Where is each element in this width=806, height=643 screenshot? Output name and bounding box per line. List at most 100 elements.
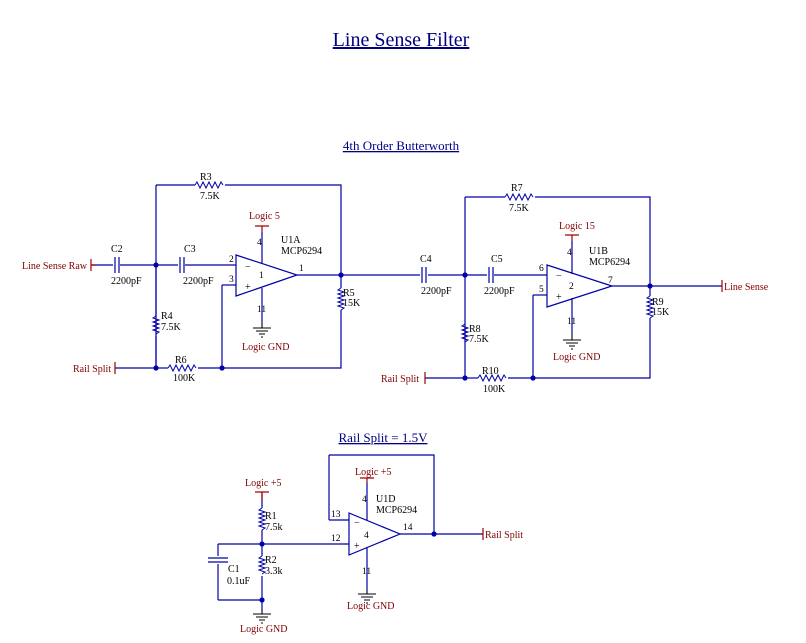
svg-text:U1B: U1B <box>589 246 608 257</box>
svg-text:C5: C5 <box>491 254 503 265</box>
svg-text:C1: C1 <box>228 564 240 575</box>
u1a-power-port: Logic 5 <box>249 211 280 232</box>
svg-text:Rail Split: Rail Split <box>381 374 419 385</box>
svg-text:2200pF: 2200pF <box>111 276 142 287</box>
svg-text:Logic +5: Logic +5 <box>245 478 281 489</box>
svg-text:2200pF: 2200pF <box>183 276 214 287</box>
u1a-ground-symbol: Logic GND <box>242 322 290 353</box>
svg-text:R1: R1 <box>265 511 277 522</box>
svg-text:Rail Split: Rail Split <box>485 530 523 541</box>
svg-text:13: 13 <box>331 510 341 520</box>
svg-text:4: 4 <box>364 531 369 541</box>
resistor-r10: R10 100K <box>477 366 507 395</box>
svg-text:MCP6294: MCP6294 <box>281 246 322 257</box>
svg-text:R7: R7 <box>511 183 523 194</box>
svg-text:R2: R2 <box>265 555 277 566</box>
port-rail-split-out: Rail Split <box>482 528 523 541</box>
svg-text:+: + <box>245 282 251 293</box>
svg-text:4: 4 <box>257 238 262 248</box>
svg-text:U1A: U1A <box>281 235 301 246</box>
svg-text:0.1uF: 0.1uF <box>227 576 251 587</box>
port-rail-split-stage2: Rail Split <box>381 372 426 385</box>
svg-text:11: 11 <box>257 305 266 315</box>
svg-text:14: 14 <box>403 523 413 533</box>
svg-text:Logic 5: Logic 5 <box>249 211 280 222</box>
svg-text:2200pF: 2200pF <box>484 286 515 297</box>
svg-text:−: − <box>245 262 251 273</box>
svg-text:11: 11 <box>362 567 371 577</box>
svg-text:7.5K: 7.5K <box>161 322 182 333</box>
capacitor-c5: C5 2200pF <box>484 254 515 297</box>
svg-text:−: − <box>556 271 562 282</box>
resistor-r8: R8 7.5K <box>460 323 490 345</box>
svg-text:2: 2 <box>569 282 574 292</box>
svg-text:3.3k: 3.3k <box>265 566 283 577</box>
resistor-r1: R1 7.5k <box>257 507 283 533</box>
svg-text:C4: C4 <box>420 254 432 265</box>
svg-text:Logic GND: Logic GND <box>347 601 395 612</box>
svg-text:5: 5 <box>539 285 544 295</box>
svg-text:Logic +5: Logic +5 <box>355 467 391 478</box>
port-line-sense: Line Sense <box>721 280 769 293</box>
svg-text:7.5K: 7.5K <box>509 203 530 214</box>
svg-text:R6: R6 <box>175 355 187 366</box>
resistor-r6: R6 100K <box>167 355 197 384</box>
svg-text:1: 1 <box>259 271 264 281</box>
opamp-u1d: − + 13 12 14 4 11 4 U1D MCP6294 <box>331 483 417 590</box>
u1b-power-port: Logic 15 <box>559 221 595 241</box>
svg-text:15K: 15K <box>652 307 670 318</box>
svg-text:Line Sense: Line Sense <box>724 282 769 293</box>
stage2-wiring <box>425 196 722 379</box>
svg-text:7: 7 <box>608 276 613 286</box>
svg-text:100K: 100K <box>483 384 506 395</box>
svg-text:MCP6294: MCP6294 <box>589 257 630 268</box>
opamp-u1a: − + 2 3 1 4 11 1 U1A MCP6294 <box>229 232 322 322</box>
port-line-sense-raw: Line Sense Raw <box>22 259 96 272</box>
svg-text:2200pF: 2200pF <box>421 286 452 297</box>
divider-power-port: Logic +5 <box>245 478 281 500</box>
resistor-r5: R5 15K <box>336 287 361 311</box>
svg-text:12: 12 <box>331 534 341 544</box>
svg-text:4: 4 <box>567 248 572 258</box>
svg-text:R5: R5 <box>343 288 355 299</box>
svg-text:6: 6 <box>539 264 544 274</box>
svg-text:15K: 15K <box>343 298 361 309</box>
svg-text:Logic GND: Logic GND <box>553 352 601 363</box>
railsplit-wiring <box>217 454 483 610</box>
page-title: Line Sense Filter <box>333 29 470 51</box>
svg-text:2: 2 <box>229 255 234 265</box>
svg-text:Line Sense Raw: Line Sense Raw <box>22 261 88 272</box>
svg-text:7.5K: 7.5K <box>200 191 221 202</box>
svg-text:11: 11 <box>567 317 576 327</box>
svg-text:R9: R9 <box>652 297 664 308</box>
port-rail-split-stage1: Rail Split <box>73 362 116 375</box>
capacitor-c1: C1 0.1uF <box>208 557 251 587</box>
svg-text:Logic GND: Logic GND <box>242 342 290 353</box>
u1d-power-port: Logic +5 <box>355 467 391 483</box>
svg-text:Rail Split: Rail Split <box>73 364 111 375</box>
resistor-r4: R4 7.5K <box>151 311 182 335</box>
svg-text:−: − <box>354 518 360 529</box>
svg-text:3: 3 <box>229 275 234 285</box>
resistor-r9: R9 15K <box>645 295 670 319</box>
svg-text:R8: R8 <box>469 324 481 335</box>
svg-text:+: + <box>354 541 360 552</box>
junctions <box>153 262 653 603</box>
resistor-r7: R7 7.5K <box>504 183 534 214</box>
capacitor-c3: C3 2200pF <box>179 244 214 287</box>
svg-text:U1D: U1D <box>376 494 395 505</box>
railsplit-section-title: Rail Split = 1.5V <box>339 430 429 445</box>
svg-text:Logic GND: Logic GND <box>240 624 288 635</box>
resistor-r2: R2 3.3k <box>257 555 283 577</box>
svg-text:R4: R4 <box>161 311 173 322</box>
svg-text:1: 1 <box>299 264 304 274</box>
svg-text:100K: 100K <box>173 373 196 384</box>
svg-text:Logic 15: Logic 15 <box>559 221 595 232</box>
opamp-u1b: − + 6 5 7 4 11 2 U1B MCP6294 <box>539 241 630 334</box>
u1b-ground-symbol: Logic GND <box>553 334 601 363</box>
u1d-ground-symbol: Logic GND <box>347 590 395 612</box>
svg-text:7.5K: 7.5K <box>469 334 490 345</box>
svg-text:C3: C3 <box>184 244 196 255</box>
svg-text:R10: R10 <box>482 366 499 377</box>
